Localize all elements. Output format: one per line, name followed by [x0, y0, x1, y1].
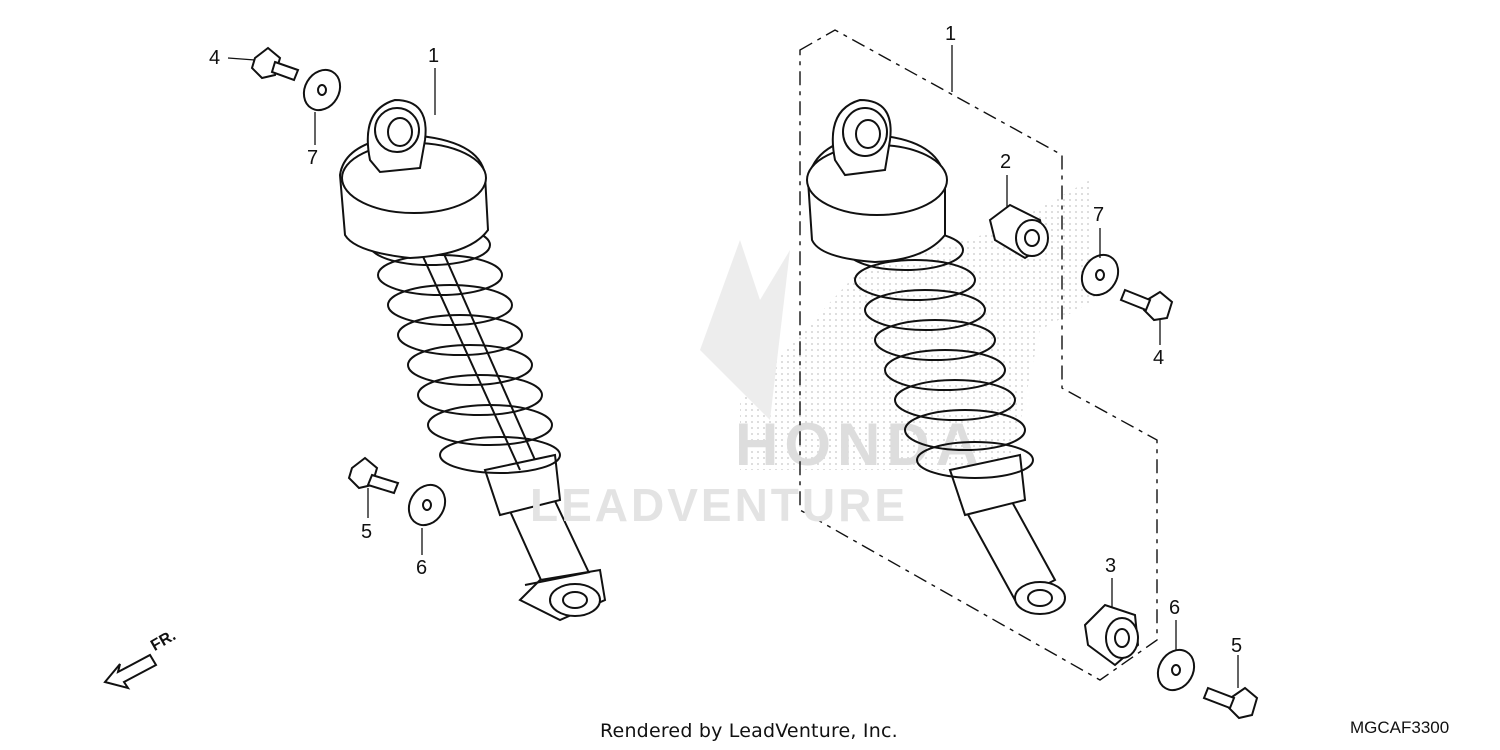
diagram-code: MGCAF3300 [1350, 718, 1450, 737]
callout-left-4: 4 [209, 47, 221, 69]
callout-right-7: 7 [1093, 204, 1105, 226]
watermark-logo: HONDA [700, 180, 1095, 478]
left-shock-absorber [338, 98, 607, 622]
bolts [250, 46, 1259, 720]
callout-right-2: 2 [1000, 151, 1012, 173]
render-credit: Rendered by LeadVenture, Inc. [600, 720, 898, 742]
washers [302, 68, 1196, 692]
callout-left-6: 6 [416, 557, 428, 579]
callout-left-5: 5 [361, 521, 373, 543]
bushing-3 [1083, 603, 1140, 667]
svg-text:HONDA: HONDA [735, 411, 985, 478]
callout-right-6: 6 [1169, 597, 1181, 619]
callout-right-4: 4 [1153, 347, 1165, 369]
callout-right-3: 3 [1105, 555, 1117, 577]
callout-right-1: 1 [945, 23, 957, 45]
assembly-boundary [799, 29, 1158, 681]
front-direction-arrow [103, 653, 158, 690]
leader-lines [227, 45, 1239, 688]
right-shock-absorber [806, 98, 1066, 615]
callout-left-7: 7 [307, 147, 319, 169]
callout-left-1: 1 [428, 45, 440, 67]
bushing-2 [988, 203, 1049, 260]
watermark-text: LEADVENTURE [530, 479, 909, 531]
callout-right-5: 5 [1231, 635, 1243, 657]
